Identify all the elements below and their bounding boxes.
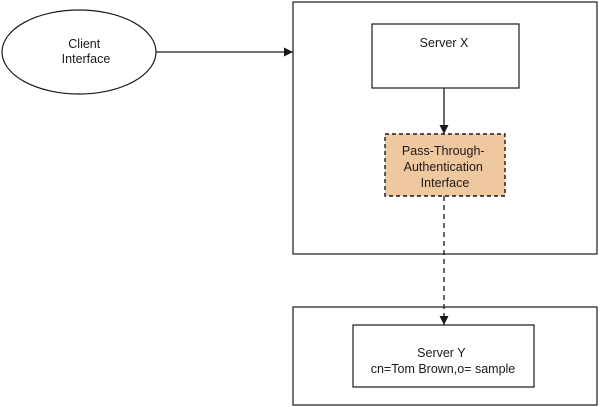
server-x-label: Server X	[420, 36, 469, 50]
pta-label-line-1: Pass-Through-	[402, 144, 485, 158]
client-label-line-2: Interface	[62, 52, 111, 66]
pass-through-authentication-label: Pass-Through- Authentication Interface	[402, 144, 488, 190]
client-label-line-1: Client	[68, 37, 100, 51]
server-x-container	[292, 1, 598, 255]
pta-label-line-2: Authentication	[404, 160, 483, 174]
server-y-label-line-1: Server Y	[417, 346, 466, 360]
pta-label-line-3: Interface	[421, 176, 470, 190]
server-y-label-line-2: cn=Tom Brown,o= sample	[371, 362, 516, 376]
server-y-node	[352, 324, 535, 388]
client-interface-label: Client Interface	[62, 37, 111, 66]
pass-through-authentication-node	[384, 133, 506, 197]
server-y-container	[292, 306, 598, 406]
server-x-node	[371, 23, 520, 89]
server-x-label-line-1: Server X	[420, 36, 469, 50]
server-y-label: Server Y cn=Tom Brown,o= sample	[371, 346, 516, 376]
